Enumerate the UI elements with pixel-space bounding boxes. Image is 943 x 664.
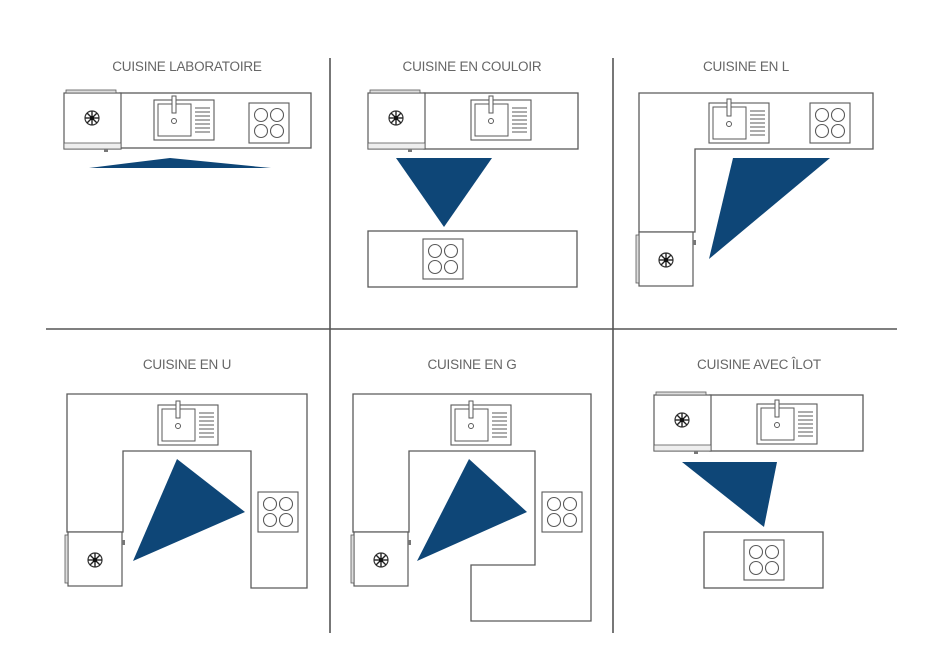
- cooktop-icon: [541, 491, 583, 533]
- cooktop-icon: [422, 238, 464, 280]
- cooktop-icon: [257, 491, 299, 533]
- snowflake-icon: [351, 532, 411, 586]
- sink-icon: [470, 95, 532, 141]
- panel-cuisine-avec-ilot: CUISINE AVEC ÎLOT: [654, 357, 864, 589]
- work-triangle: [89, 158, 271, 168]
- snowflake-icon: [636, 232, 696, 286]
- cooktop-icon: [743, 539, 785, 581]
- sink-icon: [450, 400, 512, 446]
- sink-icon: [756, 399, 818, 445]
- panel-cuisine-en-g: CUISINE EN G: [351, 357, 592, 622]
- work-triangle: [417, 459, 527, 561]
- sink-icon: [153, 95, 215, 141]
- work-triangle: [396, 158, 492, 227]
- work-triangle: [682, 462, 777, 527]
- work-triangle: [133, 459, 245, 561]
- panel-cuisine-en-couloir: CUISINE EN COULOIR: [367, 59, 579, 288]
- cooktop-icon: [809, 102, 851, 144]
- work-triangle: [709, 158, 830, 259]
- panel-title: CUISINE EN L: [703, 59, 790, 74]
- panel-title: CUISINE EN U: [143, 357, 231, 372]
- panel-title: CUISINE AVEC ÎLOT: [697, 357, 821, 372]
- cooktop-icon: [248, 102, 290, 144]
- snowflake-icon: [654, 392, 711, 454]
- panel-title: CUISINE LABORATOIRE: [112, 59, 262, 74]
- snowflake-icon: [64, 90, 121, 152]
- snowflake-icon: [368, 90, 425, 152]
- snowflake-icon: [65, 532, 125, 586]
- sink-icon: [708, 98, 770, 144]
- panel-title: CUISINE EN G: [427, 357, 516, 372]
- panel-title: CUISINE EN COULOIR: [403, 59, 542, 74]
- sink-icon: [157, 400, 219, 446]
- counter-opposite: [367, 230, 578, 288]
- panel-cuisine-en-l: CUISINE EN L: [636, 59, 874, 286]
- panel-cuisine-en-u: CUISINE EN U: [65, 357, 308, 589]
- panel-cuisine-laboratoire: CUISINE LABORATOIRE: [64, 59, 312, 168]
